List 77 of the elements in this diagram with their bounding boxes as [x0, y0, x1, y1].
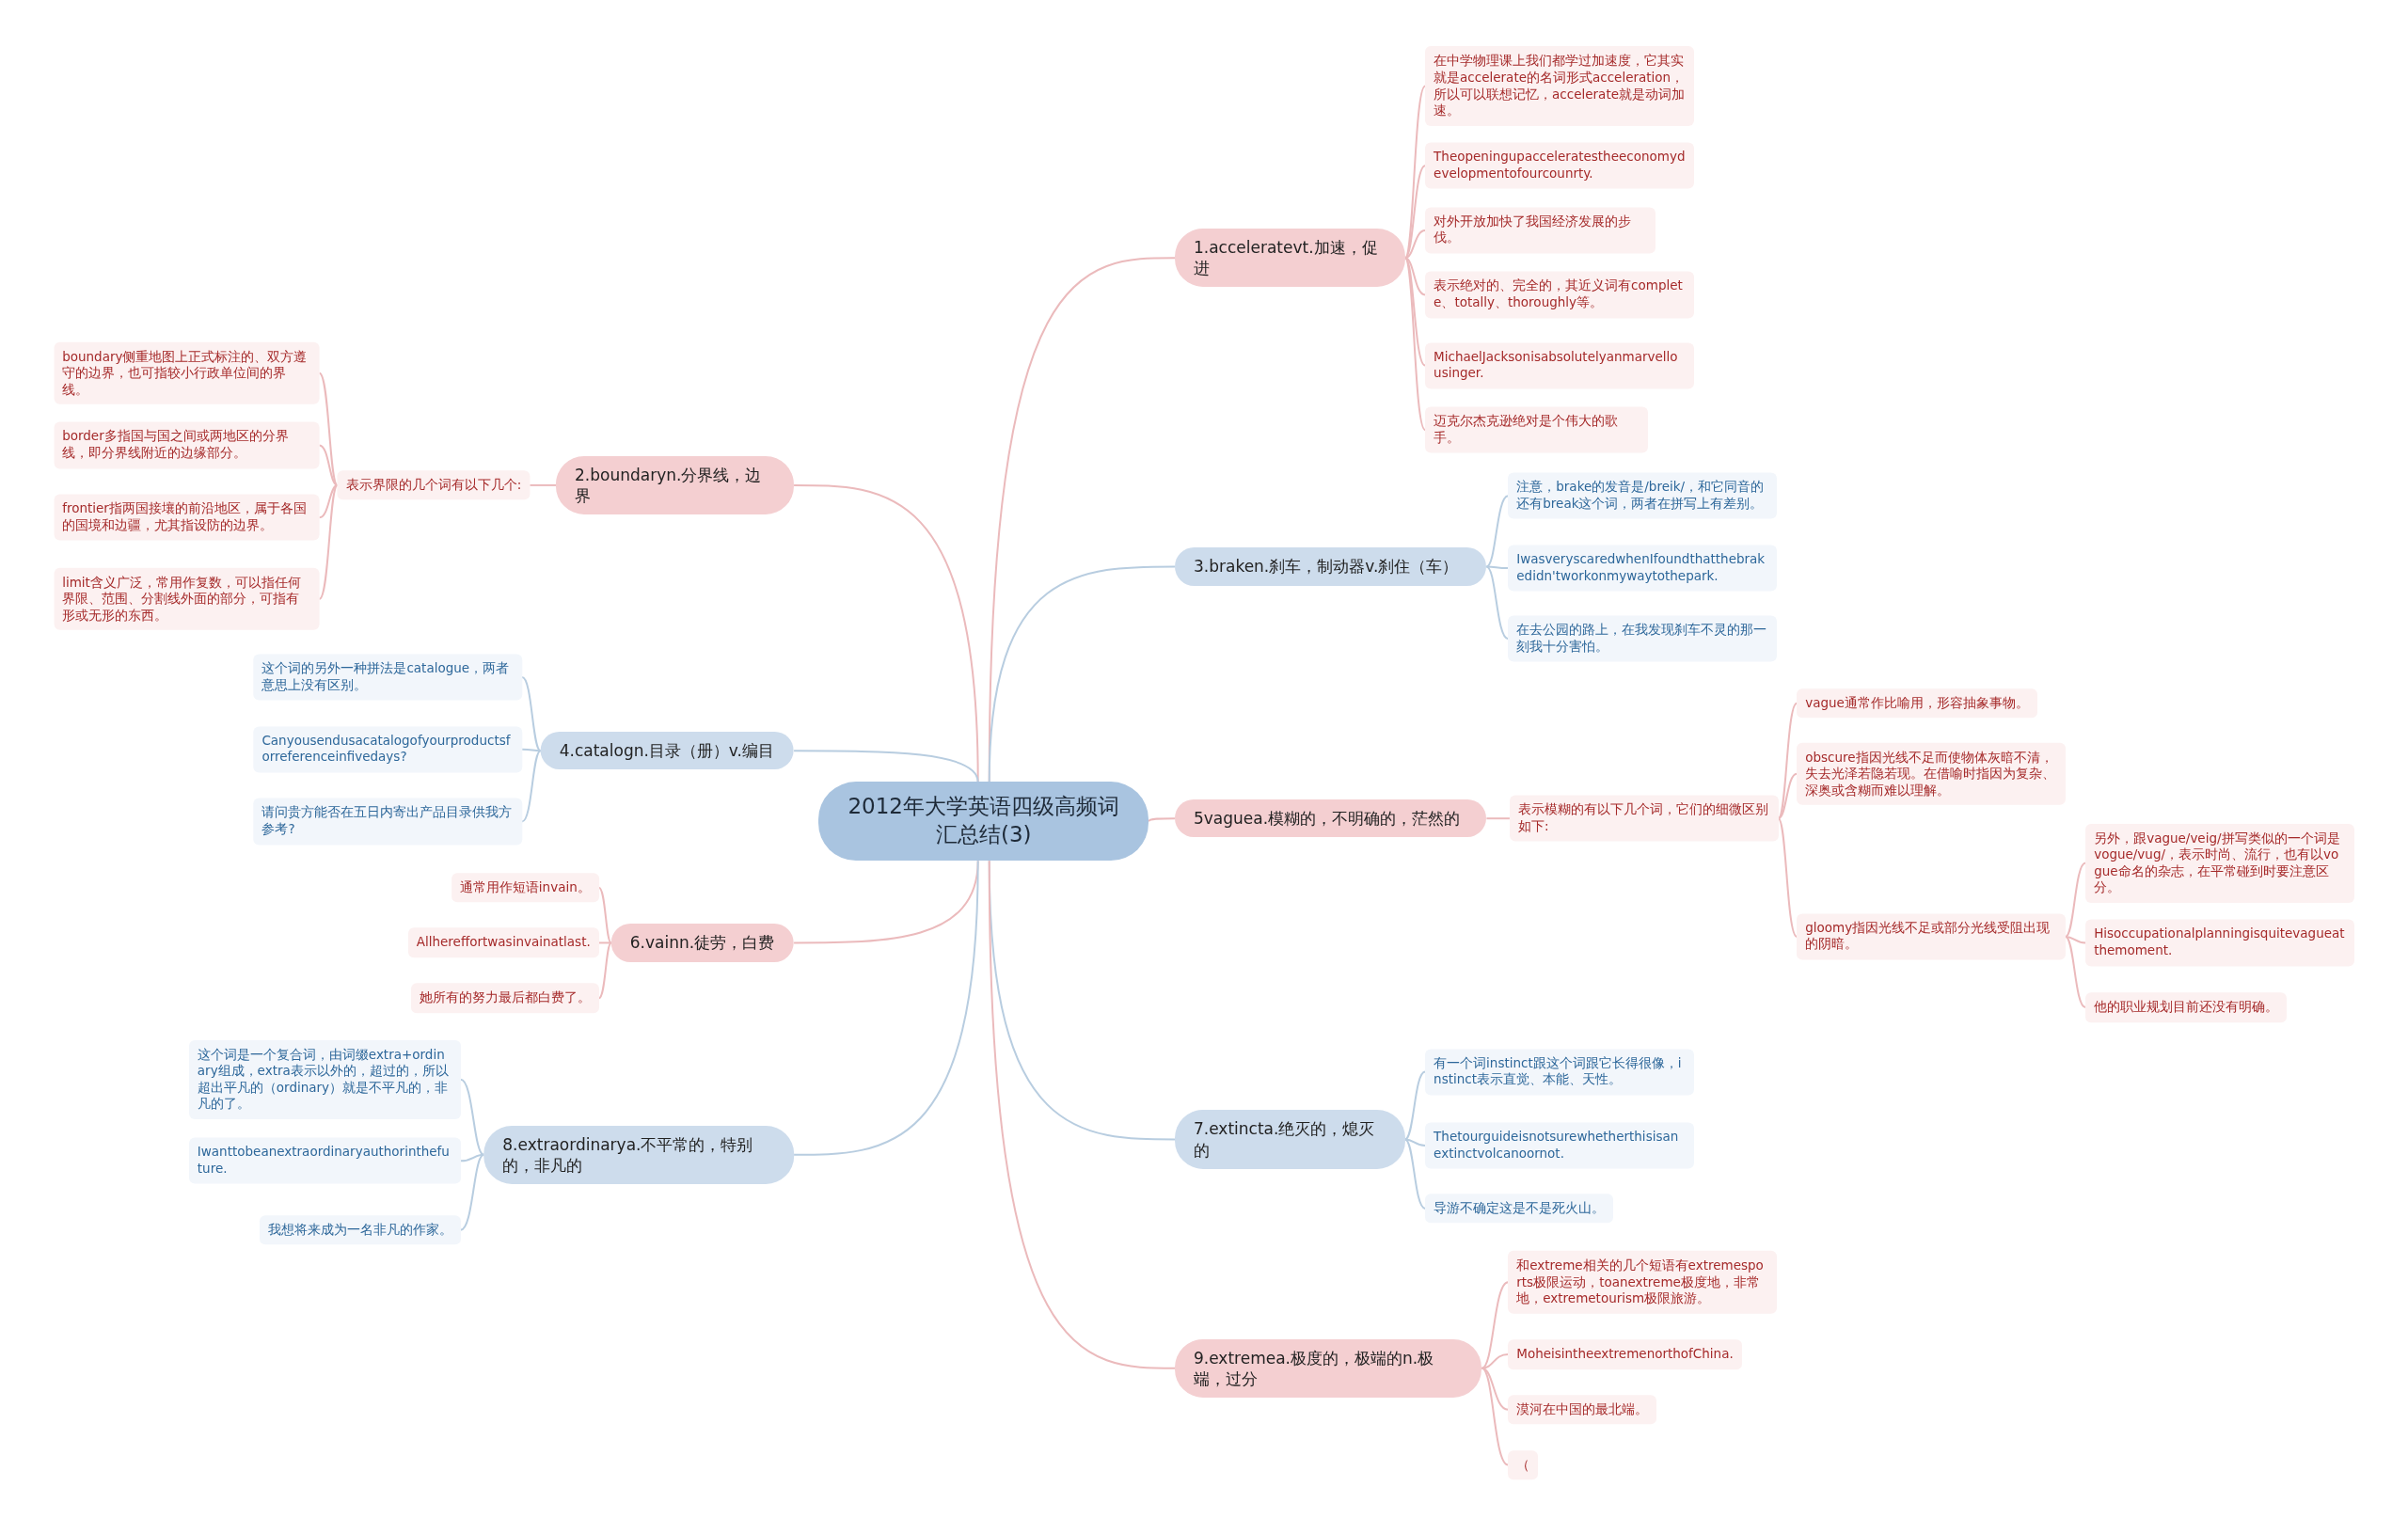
topic-box: 8.extraordinarya.不平常的，特别的，非凡的: [483, 1125, 795, 1184]
note-box: 在去公园的路上，在我发现刹车不灵的那一刻我十分害怕。: [1508, 615, 1777, 662]
topic-box: 5vaguea.模糊的，不明确的，茫然的: [1174, 799, 1487, 838]
connector-line: [1485, 565, 1510, 570]
connector-line: [529, 483, 558, 486]
note-box: MichaelJacksonisabsolutelyanmarvellousinger.: [1425, 342, 1694, 389]
note-box: 他的职业规划目前还没有明确。: [2085, 992, 2288, 1022]
topic-box: 6.vainn.徒劳，白费: [610, 924, 795, 962]
note-box: （: [1508, 1449, 1539, 1480]
connector-line: [1485, 817, 1511, 820]
connector-line: [1485, 495, 1510, 568]
connector-line: [793, 483, 979, 783]
connector-line: [521, 676, 542, 752]
note-box: Thetourguideisnotsurewhetherthisisanextinctvolcanoornot.: [1425, 1122, 1694, 1169]
connector-line: [318, 444, 339, 486]
connector-line: [793, 860, 979, 1156]
note-box: 迈克尔杰克逊绝对是个伟大的歌手。: [1425, 406, 1648, 453]
topic-box: 4.catalogn.目录（册）v.编目: [540, 732, 795, 770]
note-box: gloomy指因光线不足或部分光线受阻出现的阴暗。: [1797, 913, 2066, 960]
note-box: Canyousendusacatalogofyourproductsforreferenceinfivedays?: [253, 726, 523, 773]
connector-line: [988, 860, 1176, 1369]
topic-box: 9.extremea.极度的，极端的n.极端，过分: [1174, 1338, 1482, 1398]
topic-box: 3.braken.刹车，制动器v.刹住（车）: [1174, 547, 1487, 586]
connector-line: [521, 748, 542, 752]
connector-line: [2064, 935, 2087, 1008]
note-box: 她所有的努力最后都白费了。: [410, 983, 599, 1013]
connector-line: [459, 1078, 485, 1156]
note-box: 在中学物理课上我们都学过加速度，它其实就是accelerate的名词形式acceleration，所以可以联想记忆，accelerate就是动词加速。: [1425, 46, 1694, 126]
topic-box: 1.acceleratevt.加速，促进: [1174, 229, 1405, 288]
note-box: Theopeningupacceleratestheeconomydevelopmentofourcounrty.: [1425, 142, 1694, 189]
note-box: 和extreme相关的几个短语有extremesports极限运动，toanextreme极度地，非常地，extremetourism极限旅游。: [1508, 1250, 1777, 1314]
subtopic-box: 表示界限的几个词有以下几个:: [337, 470, 531, 500]
note-box: Iwanttobeanextraordinaryauthorinthefuture.: [188, 1137, 461, 1184]
note-box: 对外开放加快了我国经济发展的步伐。: [1425, 207, 1656, 254]
note-box: frontier指两国接壤的前沿地区，属于各国的国境和边疆，尤其指设防的边界。: [54, 494, 320, 541]
connector-line: [1777, 817, 1798, 938]
connector-line: [521, 750, 542, 823]
note-box: limit含义广泛，常用作复数，可以指任何界限、范围、分割线外面的部分，可指有形或无形的东西。: [54, 567, 320, 631]
note-box: vague通常作比喻用，形容抽象事物。: [1797, 688, 2037, 719]
note-box: 注意，brake的发音是/breik/，和它同音的还有break这个词，两者在拼写上有差别。: [1508, 472, 1777, 519]
note-box: boundary侧重地图上正式标注的、双方遵守的边界，也可指较小行政单位间的界线。: [54, 341, 320, 405]
note-box: 另外，跟vague/veig/拼写类似的一个词是vogue/vug/，表示时尚、流行，也有以vogue命名的杂志，在平常碰到时要注意区分。: [2085, 823, 2354, 903]
note-box: 这个词是一个复合词，由词缀extra+ordinary组成，extra表示以外的，超过的，所以超出平凡的（ordinary）就是不平凡的，非凡的了。: [188, 1039, 461, 1119]
subtopic-box: 表示模糊的有以下几个词，它们的细微区别如下:: [1509, 795, 1779, 842]
connector-line: [1481, 1281, 1510, 1369]
note-box: 表示绝对的、完全的，其近义词有complete、totally、thoroughly等。: [1425, 271, 1694, 318]
note-box: Hisoccupationalplanningisquitevagueatthemoment.: [2085, 919, 2354, 966]
note-box: MoheisintheextremenorthofChina.: [1508, 1339, 1742, 1369]
connector-line: [597, 941, 612, 1000]
connector-line: [2064, 862, 2087, 938]
connector-line: [1403, 1138, 1427, 1210]
connector-line: [1777, 772, 1798, 820]
note-box: border多指国与国之间或两地区的分界线，即分界线附近的边缘部分。: [54, 421, 320, 468]
connector-line: [318, 483, 339, 519]
note-box: 请问贵方能否在五日内寄出产品目录供我方参考?: [253, 798, 523, 845]
note-box: 有一个词instinct跟这个词跟它长得很像，instinct表示直觉、本能、天性。: [1425, 1049, 1694, 1096]
note-box: 通常用作短语invain。: [451, 872, 599, 903]
connector-line: [459, 1153, 485, 1231]
connector-line: [1403, 257, 1427, 367]
note-box: Allhereffortwasinvainatlast.: [407, 927, 599, 958]
topic-box: 2.boundaryn.分界线，边界: [556, 455, 795, 514]
note-box: 我想将来成为一名非凡的作家。: [259, 1215, 461, 1245]
note-box: IwasveryscaredwhenIfoundthatthebrakedidn'tworkonmywaytothepark.: [1508, 545, 1777, 592]
note-box: obscure指因光线不足而使物体灰暗不清，失去光泽若隐若现。在借喻时指因为复杂、深奥或含糊而难以理解。: [1797, 742, 2066, 806]
connector-line: [597, 886, 612, 944]
connector-line: [1485, 565, 1510, 640]
connector-line: [988, 565, 1176, 783]
connector-line: [1403, 1070, 1427, 1141]
topic-box: 7.extincta.绝灭的，熄灭的: [1174, 1110, 1405, 1169]
connector-line: [1481, 1367, 1510, 1466]
note-box: 漠河在中国的最北端。: [1508, 1395, 1657, 1425]
note-box: 导游不确定这是不是死火山。: [1425, 1194, 1614, 1224]
connector-line: [793, 750, 979, 783]
connector-line: [1148, 817, 1176, 823]
central-topic: 2012年大学英语四级高频词汇总结(3): [818, 782, 1149, 862]
connector-line: [318, 372, 339, 486]
note-box: 这个词的另外一种拼法是catalogue，两者意思上没有区别。: [253, 654, 523, 701]
